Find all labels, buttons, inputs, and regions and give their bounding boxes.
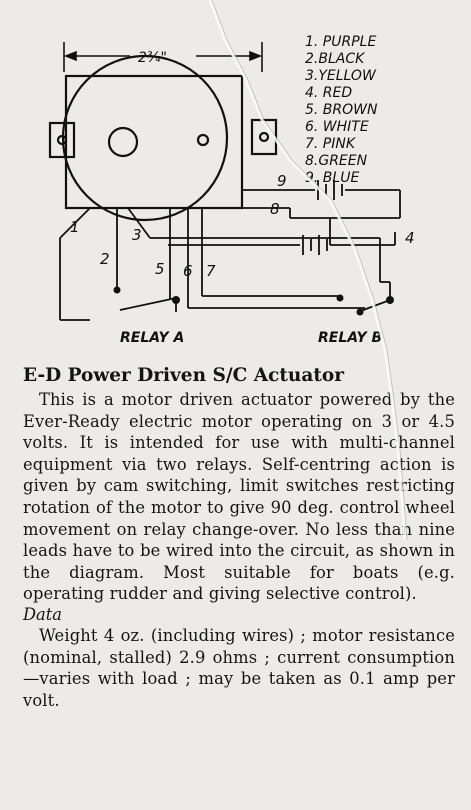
motor-knob	[196, 133, 210, 147]
data-heading: Data	[23, 604, 63, 624]
data-body: Weight 4 oz. (including wires) ; motor r…	[23, 625, 455, 710]
wire-number: 5	[155, 260, 165, 278]
relay-contacts	[113, 286, 394, 316]
wire-number: 8	[270, 200, 280, 218]
legend-item: 3.YELLOW	[305, 68, 377, 84]
wire-number: 2	[100, 250, 110, 268]
wire-number: 6	[183, 262, 193, 280]
legend-item: 4. RED	[305, 85, 352, 101]
wire-number: 3	[132, 226, 142, 244]
article: E-D Power Driven S/C Actuator This is a …	[23, 364, 455, 711]
relay-b-label: RELAY B	[318, 330, 382, 346]
legend-item: 1. PURPLE	[305, 34, 376, 50]
motor-can	[61, 54, 229, 222]
relay-a-label: RELAY A	[120, 330, 184, 346]
legend-item: 9. BLUE	[305, 170, 359, 186]
article-body: This is a motor driven actuator powered …	[23, 390, 455, 604]
wire-number: 1	[70, 218, 80, 236]
legend-item: 6. WHITE	[305, 119, 369, 135]
wires	[59, 180, 401, 321]
legend-item: 2.BLACK	[305, 51, 366, 67]
motor-shaft	[107, 126, 139, 158]
legend-item: 8.GREEN	[305, 153, 368, 169]
left-lug-hole	[56, 134, 68, 146]
wire-number: 9	[277, 172, 287, 190]
dimension-label: 2¾"	[138, 50, 167, 66]
right-lug-hole	[258, 131, 270, 143]
article-title: E-D Power Driven S/C Actuator	[23, 365, 344, 386]
legend-item: 7. PINK	[305, 136, 357, 152]
left-lug	[48, 121, 76, 159]
wire-number: 7	[206, 262, 216, 280]
motor-outline	[48, 54, 278, 222]
right-lug	[250, 118, 278, 156]
wire-number: 4	[405, 229, 415, 247]
wire-color-legend: 1. PURPLE 2.BLACK 3.YELLOW 4. RED 5. BRO…	[305, 34, 378, 186]
legend-item: 5. BROWN	[305, 102, 378, 118]
wiring-diagram: 2¾" 1. PURPLE 2.BLACK 3.YELLOW 4. RED 5.…	[48, 34, 415, 346]
